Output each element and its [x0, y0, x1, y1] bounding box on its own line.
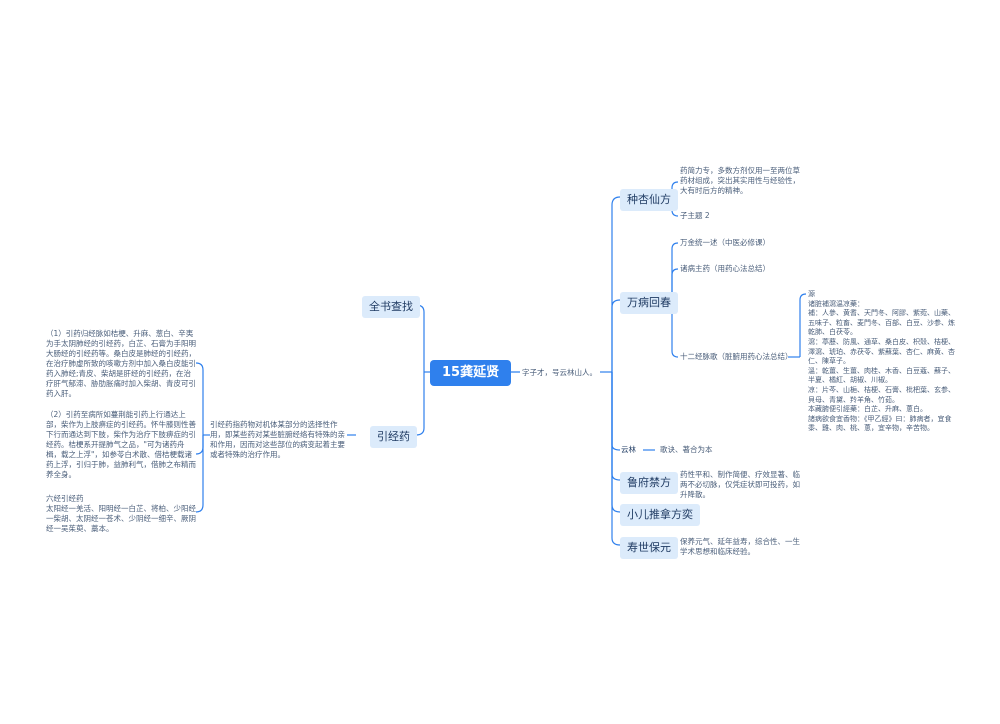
connector: [671, 268, 679, 300]
connector: [799, 293, 807, 357]
connector: [195, 362, 204, 435]
wanbing-child-1: 万金统一述（中医必修课）: [680, 238, 770, 247]
connector: [671, 181, 679, 197]
connector: [611, 372, 621, 481]
branch-lufu[interactable]: 鲁府禁方: [620, 472, 678, 494]
branch-full-search[interactable]: 全书查找: [362, 296, 420, 318]
connector: [611, 372, 621, 546]
author-note: 字子才，号云林山人。: [522, 368, 597, 377]
guide-herbs-note-1: （1）引药归经脉如桔梗、升麻、葱白、辛夷为手太阴肺经的引经药，白芷、石膏为手阳明…: [46, 329, 196, 398]
yunlin-child: 歌诀、著合为本: [660, 445, 713, 454]
branch-guide-herbs[interactable]: 引经药: [370, 426, 417, 448]
lufu-child: 药性平和、制作简便、疗效显著、临两不必切脉，仅凭症状即可投药，如升降散。: [680, 470, 800, 499]
branch-wanbing[interactable]: 万病回春: [620, 292, 678, 314]
branch-zhongxing[interactable]: 种杏仙方: [620, 189, 678, 211]
shoushi-child: 保养元气、延年益寿，综合性、一生学术思想和临床经验。: [680, 537, 800, 556]
branch-xiaoer-tuina[interactable]: 小儿推拿方奕: [620, 504, 700, 526]
root-node[interactable]: 15龚延贤: [430, 360, 512, 386]
branch-shoushi[interactable]: 寿世保元: [620, 537, 678, 559]
connector: [611, 372, 621, 513]
connector: [195, 435, 204, 513]
guide-herbs-note-3: 六经引经药 太阳经一羌活、阳明经一白芷、将柏、少阳经一柴胡、太阴经一苍术、少阴经…: [46, 494, 196, 533]
wanbing-child-2: 诸病主药（用药心法总结）: [680, 264, 770, 273]
zhongxing-child-1: 药简力专，多数方剂仅用一至两位草药材组成，突出其实用性与经验性，大有时后方的精神…: [680, 166, 800, 195]
connector: [611, 299, 621, 372]
connector: [415, 372, 425, 436]
connector: [195, 435, 204, 455]
guide-herbs-note-2: （2）引药至病所如蔓荆能引药上行通达上部，柴作为上肢痹症的引经药。怀牛膝则性善下…: [46, 410, 196, 479]
connector: [671, 300, 679, 358]
connector: [611, 372, 621, 451]
wanbing-detail: 源 诸脏補瀉温凉藥： 補：人參、黄耆、天門冬、阿膠、紫菀、山藥、五味子、粒畜、麦…: [808, 290, 955, 433]
connector: [611, 196, 621, 372]
connector: [671, 242, 679, 300]
branch-yunlin[interactable]: 云林: [621, 445, 636, 454]
guide-herbs-description: 引经药指药物对机体某部分的选择性作用，即某些药对某些脏腑经络有特殊的亲和作用，因…: [210, 420, 345, 459]
wanbing-child-3: 十二经脉歌（脏腑用药心法总结）: [680, 352, 793, 361]
zhongxing-child-2: 子主题 2: [680, 211, 710, 220]
